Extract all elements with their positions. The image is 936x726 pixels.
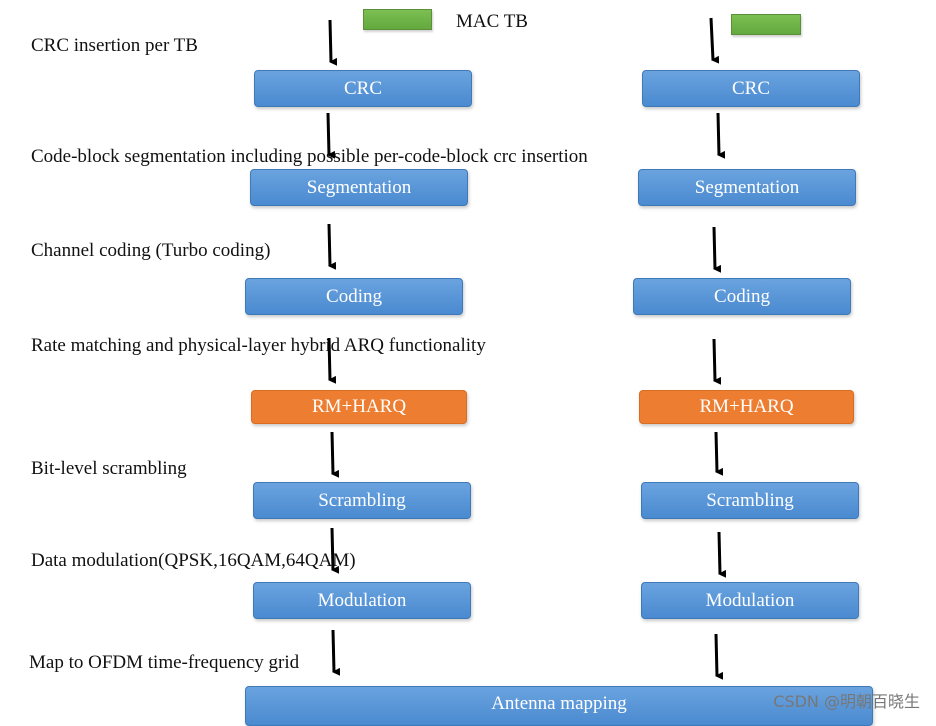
mac-tb-block-right [731,14,801,35]
crc-block-left: CRC [254,70,472,107]
arrow-right-4 [712,338,722,385]
arrow-right-3 [712,226,722,273]
arrow-right-7 [714,633,724,680]
modulation-block-right: Modulation [641,582,859,619]
arrow-right-6 [717,531,727,578]
modulation-block-left: Modulation [253,582,471,619]
arrow-left-6 [330,527,340,574]
step-label-crc-insertion: CRC insertion per TB [31,35,198,56]
mac-tb-label: MAC TB [456,11,528,32]
scrambling-block-left: Scrambling [253,482,471,519]
step-label-segmentation: Code-block segmentation including possib… [31,146,588,167]
scrambling-block-right: Scrambling [641,482,859,519]
step-label-rate-matching: Rate matching and physical-layer hybrid … [31,335,486,356]
coding-block-left: Coding [245,278,463,315]
segmentation-block-left: Segmentation [250,169,468,206]
segmentation-block-right: Segmentation [638,169,856,206]
rm-harq-block-left: RM+HARQ [251,390,467,424]
watermark: CSDN @明朝百晓生 [773,692,920,711]
arrow-right-1 [709,17,720,64]
step-label-channel-coding: Channel coding (Turbo coding) [31,240,271,261]
arrow-right-2 [716,112,726,159]
step-label-map-to-grid: Map to OFDM time-frequency grid [29,652,300,673]
arrow-left-4 [327,337,337,384]
arrow-left-5 [330,431,340,478]
coding-block-right: Coding [633,278,851,315]
crc-block-right: CRC [642,70,860,107]
arrow-right-5 [714,431,724,476]
rm-harq-block-right: RM+HARQ [639,390,854,424]
arrow-left-3 [327,223,337,270]
step-label-scrambling: Bit-level scrambling [31,458,187,479]
mac-tb-block-left [363,9,432,30]
arrow-left-7 [331,629,341,676]
arrow-left-2 [326,112,336,159]
step-label-modulation: Data modulation(QPSK,16QAM,64QAM) [31,550,356,571]
arrow-left-1 [328,19,338,66]
